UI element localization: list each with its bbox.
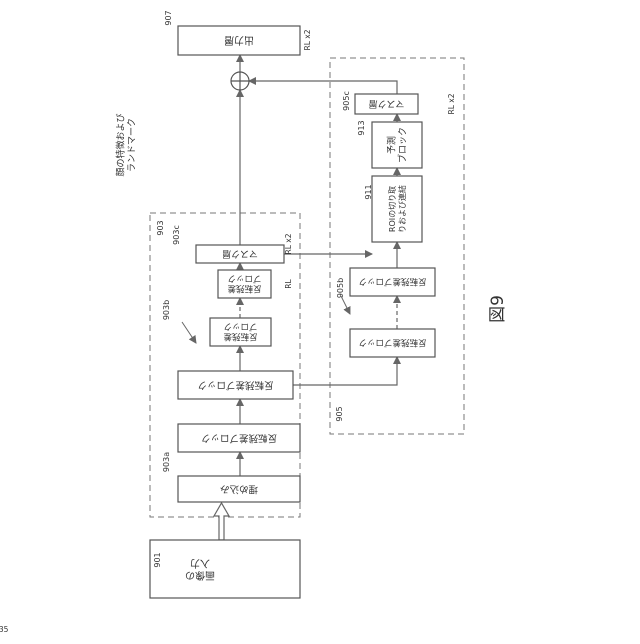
page-number: 9/35 xyxy=(0,625,9,634)
arrow-branch-conv5 xyxy=(293,357,397,385)
block-conv3-label: 反転残差ブロック xyxy=(223,321,257,342)
annotation-rl-x2-output: RL x2 xyxy=(303,29,312,50)
block-embed-label: 埋め込み xyxy=(220,484,258,495)
block-mask905c-label: マスク層 xyxy=(368,99,404,110)
annotation-rl: RL xyxy=(284,278,293,288)
ref-901: 901 xyxy=(153,552,162,567)
block-901 xyxy=(150,540,300,598)
ref-905b: 905b xyxy=(336,278,345,298)
block-conv2-label: 反転残差ブロック xyxy=(197,380,273,392)
ref-907: 907 xyxy=(164,10,173,25)
block-conv5-label: 反転残差ブロック xyxy=(358,338,426,349)
figure-label: 図9 xyxy=(488,295,508,323)
ref-903: 903 xyxy=(156,220,165,235)
annotation-features: 顔の特徴およびランドマーク xyxy=(114,113,137,176)
ref-911: 911 xyxy=(364,184,373,199)
ref-905c: 905c xyxy=(342,91,351,111)
ref-903a: 903a xyxy=(162,452,171,472)
block-conv6-label: 反転残差ブロック xyxy=(358,277,426,288)
pointer-905b xyxy=(341,296,350,314)
sum-node xyxy=(231,72,249,90)
annotation-rl-x2-905c: RL x2 xyxy=(447,93,456,114)
pointer-903b xyxy=(182,322,196,343)
block-mask903c-label: マスク層 xyxy=(222,249,258,260)
annotation-rl-x2-903c: RL x2 xyxy=(284,233,293,254)
block-907-label: 出力層 xyxy=(224,34,254,47)
arrow-mask905-sum xyxy=(249,81,397,94)
ref-903b: 903b xyxy=(162,300,171,320)
ref-913: 913 xyxy=(357,120,366,135)
block-conv1-label: 反転残差ブロック xyxy=(201,433,277,445)
input-hollow-arrow xyxy=(214,503,229,540)
ref-905: 905 xyxy=(335,406,344,421)
block-roi-label: ROIの切り取りおよび連結 xyxy=(388,185,407,233)
block-rects xyxy=(150,26,435,598)
block-conv4-label: 反転残差ブロック xyxy=(227,273,261,294)
ref-903c: 903c xyxy=(172,225,181,245)
